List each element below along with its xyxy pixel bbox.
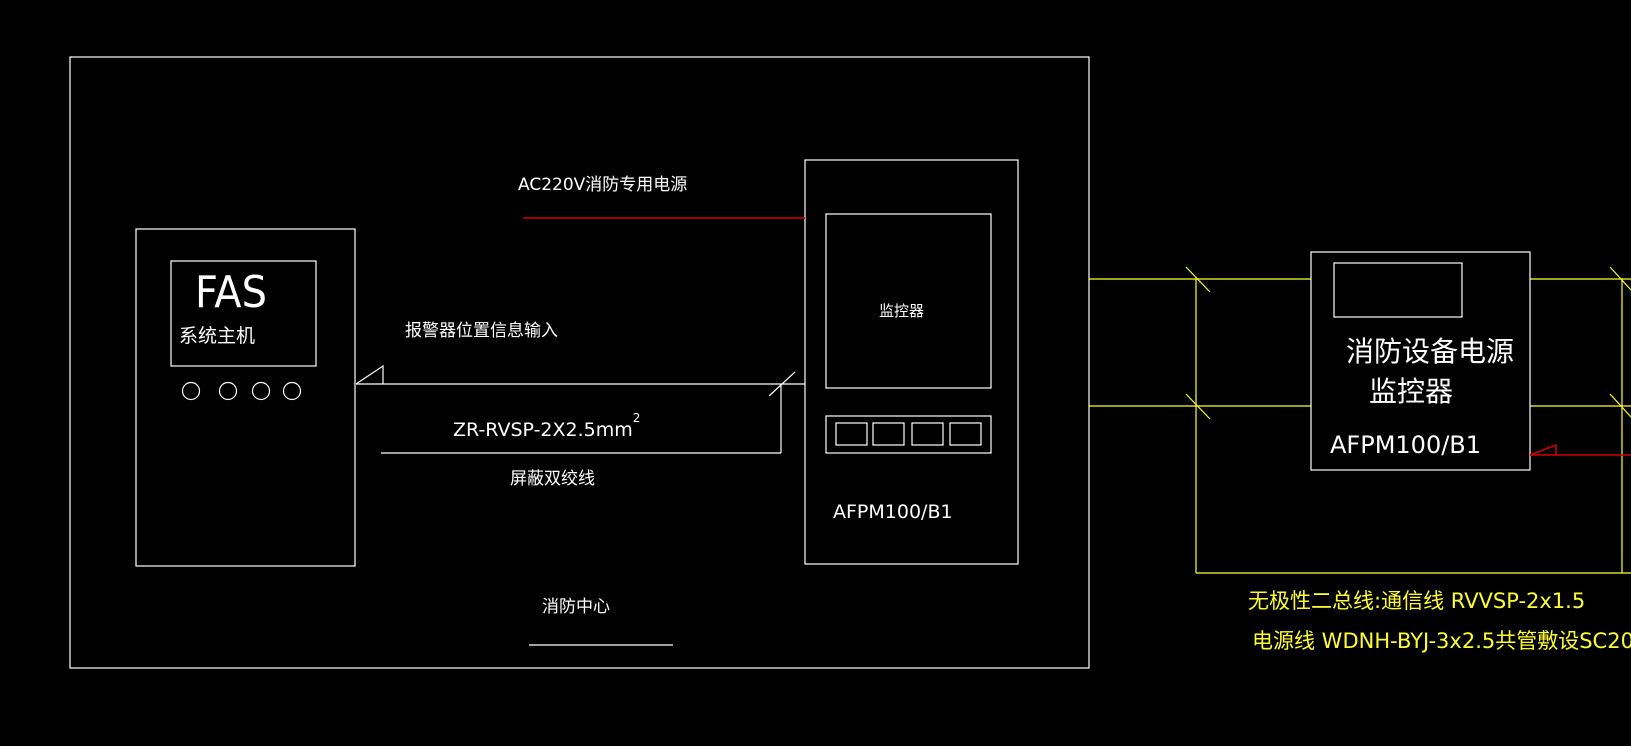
panel-button bbox=[949, 422, 982, 446]
remote-power-arrow bbox=[1529, 443, 1557, 456]
panel-button bbox=[835, 422, 868, 446]
alarm-input-label: 报警器位置信息输入 bbox=[405, 321, 558, 341]
fire-center-room-border bbox=[69, 56, 1090, 669]
bus-note: 无极性二总线:通信线 RVVSP-2x1.5 bbox=[1248, 589, 1585, 613]
panel-button bbox=[911, 422, 944, 446]
monitor-screen bbox=[825, 213, 992, 389]
center-name-label: 消防中心 bbox=[542, 597, 610, 617]
button-panel bbox=[825, 415, 992, 454]
remote-model-label: AFPM100/B1 bbox=[1330, 431, 1481, 459]
fas-host-cabinet: FAS 系统主机 bbox=[135, 228, 356, 567]
fas-subtitle: 系统主机 bbox=[179, 325, 255, 347]
center-model-label: AFPM100/B1 bbox=[833, 501, 953, 523]
power-label: AC220V消防专用电源 bbox=[518, 175, 687, 195]
remote-display bbox=[1333, 262, 1463, 318]
arrow-head bbox=[355, 364, 384, 385]
remote-monitor-unit: 消防设备电源 监控器 AFPM100/B1 bbox=[1310, 251, 1531, 471]
panel-button bbox=[872, 422, 905, 446]
fas-display bbox=[170, 260, 317, 367]
center-monitor-cabinet: 监控器 AFPM100/B1 bbox=[804, 159, 1019, 565]
tick-mark bbox=[1185, 266, 1211, 293]
remote-title-line1: 消防设备电源 bbox=[1346, 335, 1514, 368]
shielded-wire-label: 屏蔽双绞线 bbox=[510, 469, 595, 489]
indicator-light bbox=[218, 381, 238, 401]
cable-spec-label: ZR-RVSP-2X2.5mm2 bbox=[453, 411, 640, 441]
tick-mark bbox=[1609, 393, 1631, 418]
bus-lines bbox=[1089, 266, 1631, 574]
tick-mark bbox=[1609, 266, 1631, 291]
fas-title: FAS bbox=[195, 267, 267, 318]
remote-title-line2: 监控器 bbox=[1369, 375, 1453, 408]
tick-mark bbox=[768, 371, 796, 397]
indicator-light bbox=[282, 381, 302, 401]
power-note: 电源线 WDNH-BYJ-3x2.5共管敷设SC20 bbox=[1252, 629, 1631, 653]
tick-mark bbox=[1185, 393, 1211, 420]
indicator-light bbox=[251, 381, 271, 401]
communication-cable bbox=[355, 364, 805, 454]
monitor-screen-label: 监控器 bbox=[879, 302, 924, 320]
indicator-light bbox=[181, 381, 201, 401]
